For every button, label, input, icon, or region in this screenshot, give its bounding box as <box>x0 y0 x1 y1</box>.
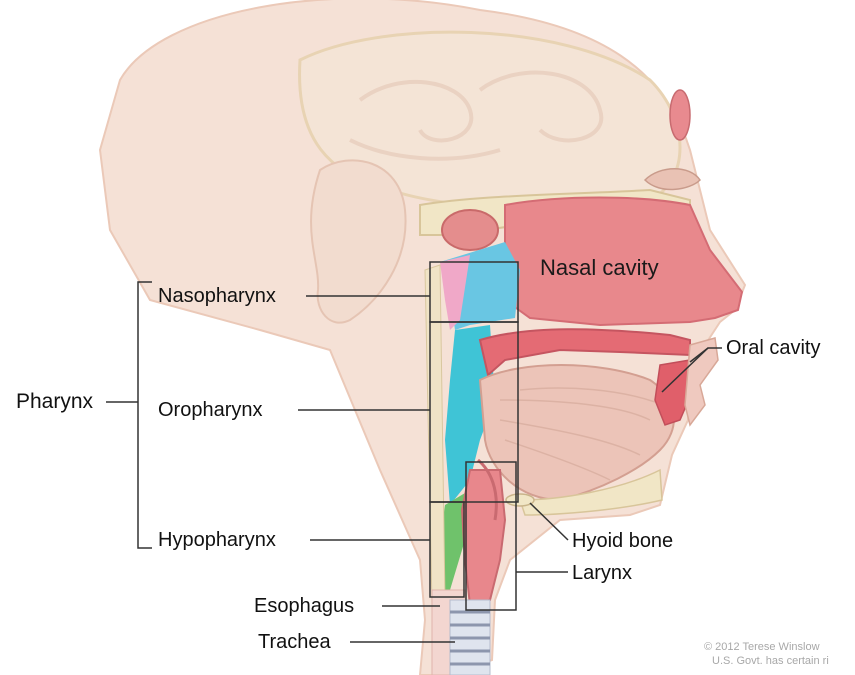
label-pharynx: Pharynx <box>16 391 93 412</box>
frontal-sinus <box>670 90 690 140</box>
lips <box>685 338 718 425</box>
label-nasal-cavity: Nasal cavity <box>540 257 659 279</box>
hyoid-bone-shape <box>506 494 534 506</box>
copyright-line-1: © 2012 Terese Winslow <box>704 641 820 654</box>
pharynx-bracket <box>138 282 152 548</box>
label-larynx: Larynx <box>572 563 632 583</box>
label-hypopharynx: Hypopharynx <box>158 530 276 550</box>
label-trachea: Trachea <box>258 632 331 652</box>
label-oropharynx: Oropharynx <box>158 400 263 420</box>
label-oral-cavity: Oral cavity <box>726 338 820 358</box>
copyright-line-2: U.S. Govt. has certain ri <box>712 655 829 668</box>
label-esophagus: Esophagus <box>254 596 354 616</box>
label-hyoid-bone: Hyoid bone <box>572 531 673 551</box>
label-nasopharynx: Nasopharynx <box>158 286 276 306</box>
sphenoid-sinus <box>442 210 498 250</box>
